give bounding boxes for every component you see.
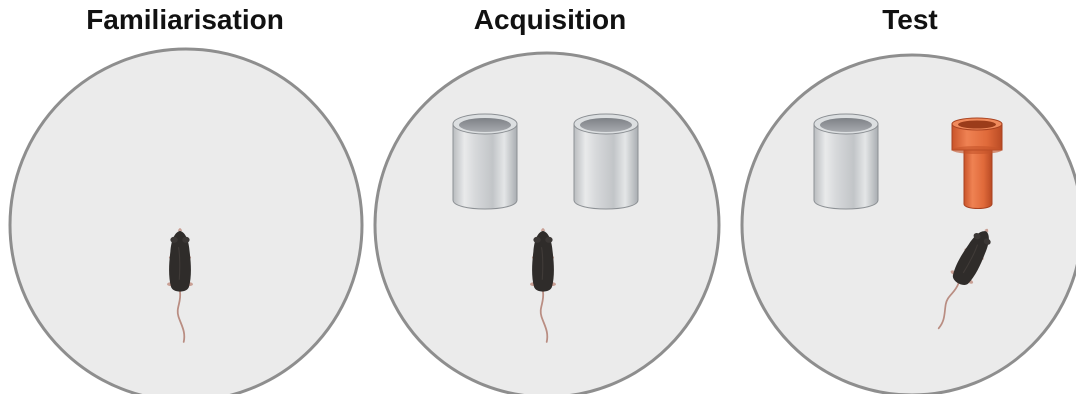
arena-acquisition <box>375 53 719 394</box>
arena-circle <box>10 49 362 394</box>
metal-can-icon <box>453 114 517 209</box>
arena-circle <box>742 55 1076 394</box>
arena-circle <box>375 53 719 394</box>
metal-can-icon <box>814 114 878 209</box>
arena-familiarisation <box>10 49 362 394</box>
metal-can-icon <box>574 114 638 209</box>
arena-test <box>742 55 1076 394</box>
